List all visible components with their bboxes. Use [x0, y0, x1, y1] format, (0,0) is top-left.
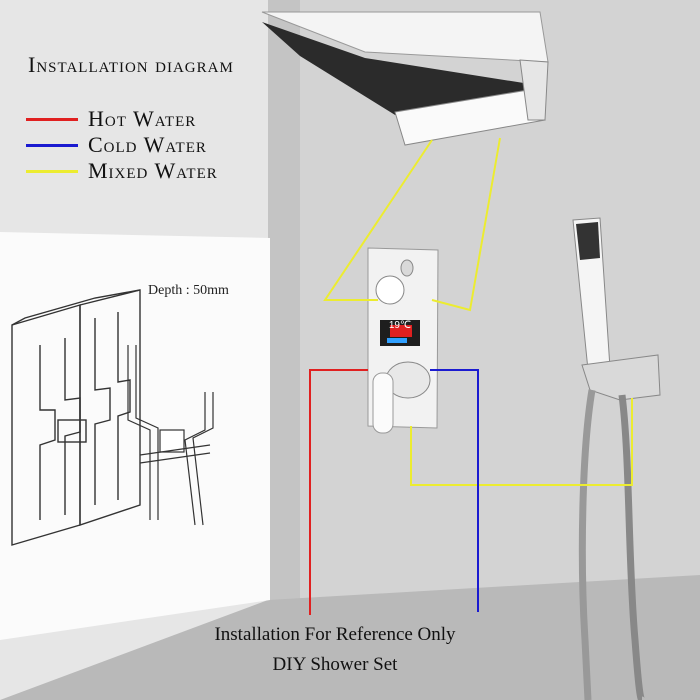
legend-swatch-hot	[26, 117, 78, 121]
footer-reference-note: Installation For Reference Only	[214, 624, 456, 645]
footer-product-name: DIY Shower Set	[272, 654, 398, 675]
legend-item-cold: Cold Water	[26, 132, 207, 158]
hand-shower	[572, 217, 661, 700]
rain-shower-head	[261, 11, 549, 146]
legend-item-hot: Hot Water	[26, 106, 196, 132]
thermostatic-valve-panel	[367, 247, 439, 434]
legend-swatch-mixed	[26, 169, 78, 173]
hot-water-line	[309, 369, 368, 615]
legend-item-mixed: Mixed Water	[26, 158, 218, 184]
mixed-water-lines	[323, 137, 633, 486]
wall-edge	[268, 0, 300, 700]
legend-label-hot: Hot Water	[88, 106, 197, 131]
legend-label-cold: Cold Water	[88, 132, 207, 157]
diagram-title: Installation diagram	[28, 52, 234, 77]
valve-display-reading: 19℃	[388, 320, 412, 331]
pipe-sketch	[127, 345, 214, 526]
sketch-panel	[0, 232, 270, 640]
legend-swatch-cold	[26, 143, 78, 147]
floor	[0, 575, 700, 700]
wall-cavity-sketch	[11, 289, 141, 546]
cold-water-line	[430, 369, 479, 612]
legend-label-mixed: Mixed Water	[88, 158, 218, 183]
depth-label: Depth : 50mm	[148, 283, 229, 298]
